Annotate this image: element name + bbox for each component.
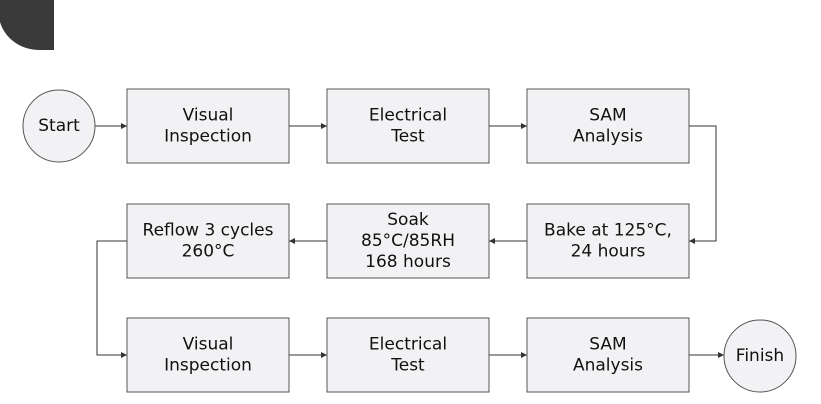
arrowhead-icon — [718, 352, 724, 358]
arrowhead-icon — [289, 238, 295, 244]
arrowhead-icon — [121, 123, 127, 129]
connector-line — [689, 125, 717, 242]
node-label-line: Finish — [736, 346, 784, 366]
edge-visual2-to-electrical2 — [289, 352, 327, 358]
arrowhead-icon — [521, 352, 527, 358]
arrowhead-icon — [321, 123, 327, 129]
node-label-line: Soak — [387, 210, 429, 230]
terminal-circle — [22, 89, 96, 163]
node-label-line: Reflow 3 cycles — [143, 221, 274, 241]
node-bake: Bake at 125°C,24 hours — [526, 203, 690, 279]
edge-sam2-to-finish — [689, 352, 724, 358]
process-box — [126, 88, 290, 164]
node-layer: StartVisualInspectionElectricalTestSAMAn… — [22, 88, 797, 393]
node-finish: Finish — [723, 319, 797, 393]
node-label-line: SAM — [589, 335, 626, 355]
process-box — [326, 317, 490, 393]
process-box — [326, 88, 490, 164]
process-box — [526, 88, 690, 164]
arrowhead-icon — [121, 352, 127, 358]
arrowhead-icon — [689, 238, 695, 244]
edge-electrical2-to-sam2 — [489, 352, 527, 358]
process-box — [526, 317, 690, 393]
node-start: Start — [22, 89, 96, 163]
arrowhead-icon — [321, 352, 327, 358]
edge-bake-to-soak — [489, 238, 527, 244]
node-label-line: Electrical — [369, 335, 447, 355]
connector-line — [96, 240, 127, 356]
edge-sam1-to-bake — [689, 125, 717, 244]
terminal-circle — [723, 319, 797, 393]
node-label-line: SAM — [589, 106, 626, 126]
node-label-line: 24 hours — [571, 242, 646, 262]
node-label-line: Visual — [183, 335, 234, 355]
node-label-line: Bake at 125°C, — [544, 221, 672, 241]
node-label-line: Analysis — [573, 356, 643, 376]
process-box — [526, 203, 690, 279]
edge-electrical1-to-sam1 — [489, 123, 527, 129]
edge-start-to-visual1 — [95, 123, 127, 129]
edge-soak-to-reflow — [289, 238, 327, 244]
arrowhead-icon — [521, 123, 527, 129]
node-label-line: Test — [390, 356, 425, 376]
node-label-line: Test — [390, 127, 425, 147]
arrowhead-icon — [489, 238, 495, 244]
corner-decoration — [0, 0, 54, 50]
edge-layer — [95, 123, 724, 358]
process-box — [126, 317, 290, 393]
node-label-line: Analysis — [573, 127, 643, 147]
node-label-line: 168 hours — [365, 252, 451, 272]
edge-reflow-to-visual2 — [96, 240, 127, 358]
node-label-line: 85°C/85RH — [361, 231, 455, 251]
edge-visual1-to-electrical1 — [289, 123, 327, 129]
node-label-line: Inspection — [164, 127, 252, 147]
process-box — [326, 203, 490, 279]
node-label-line: Inspection — [164, 356, 252, 376]
node-label-line: Electrical — [369, 106, 447, 126]
node-label-line: Visual — [183, 106, 234, 126]
node-label-line: 260°C — [182, 242, 235, 262]
node-label-line: Start — [38, 116, 80, 136]
process-box — [126, 203, 290, 279]
